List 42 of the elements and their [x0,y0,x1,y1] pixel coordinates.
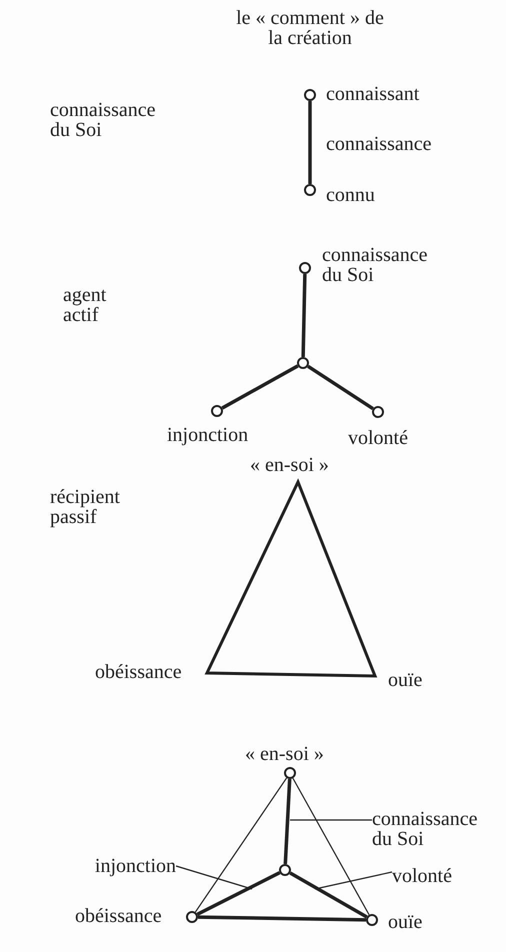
term-label: injonction [94,856,176,876]
vertex-label: obéissance [95,662,182,682]
vertex-label: volonté [348,428,408,448]
heading-label: connaissance du Soi [50,100,157,140]
term-label: connaissance du Soi [372,809,502,849]
heading-label: récipient passif [50,487,121,527]
vertex-label: connaissance du Soi [322,245,429,285]
term-label: volonté [392,866,452,886]
vertex-label: connu [326,185,375,205]
connector-line [307,364,374,410]
vertex-label: « en-soi » [250,455,329,475]
connector-line [301,274,307,358]
vertex-circle [304,184,316,196]
connector-line [289,871,368,919]
heading-label: agent actif [63,285,108,325]
leader-line [314,871,392,890]
vertex-circle [211,405,223,417]
vertex-circle [186,911,198,923]
leader-line [176,865,252,890]
vertex-circle [299,262,311,274]
vertex-label: injonction [167,425,248,445]
connector-line [221,364,299,410]
connector-line [308,101,312,184]
vertex-label: ouïe [388,670,422,690]
vertex-label: ouïe [388,912,422,932]
vertex-label: obéissance [75,906,162,926]
edge-label: connaissance [326,134,432,154]
vertex-circle [366,914,378,926]
vertex-circle [372,406,384,418]
vertex-label: « en-soi » [245,744,324,764]
vertex-circle [304,89,316,101]
connector-line [198,915,366,922]
connector-line [194,778,288,912]
vertex-circle [284,767,296,779]
leader-line [290,819,372,821]
heading-label: le « comment » de la création [235,8,385,48]
vertex-circle [279,864,291,876]
vertex-circle [297,357,309,369]
connector-line [284,778,292,864]
connector-line [292,778,370,916]
connector-line [196,871,280,916]
vertex-label: connaissant [326,84,420,104]
